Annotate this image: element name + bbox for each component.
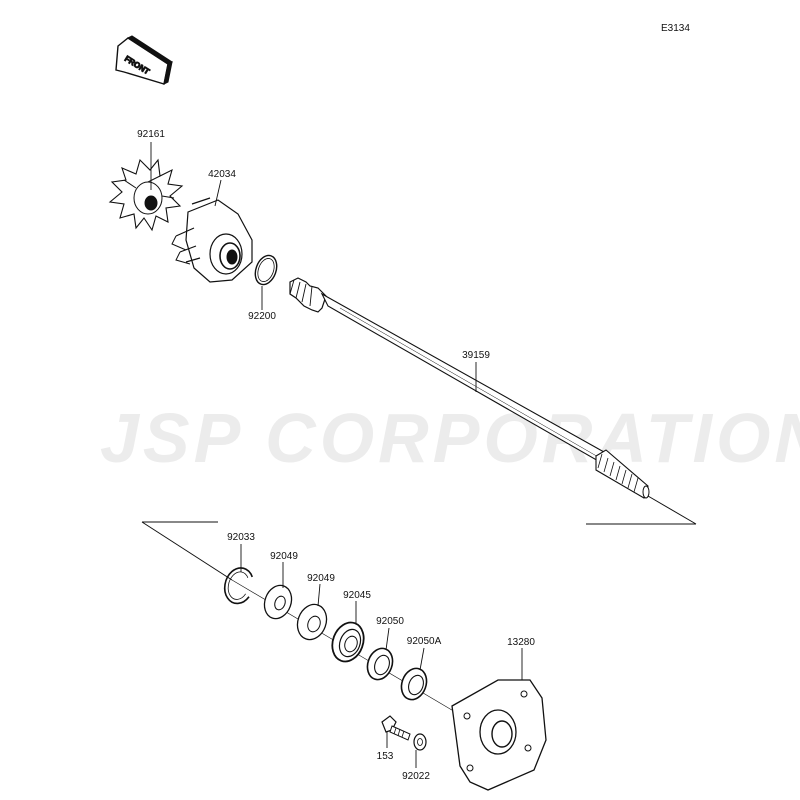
callout-42034: 42034 <box>208 169 236 180</box>
part-92161-impeller <box>108 158 184 232</box>
callout-39159: 39159 <box>462 350 490 361</box>
front-arrow-icon: FRONT <box>115 35 174 85</box>
part-92049-spacer-1 <box>263 584 293 620</box>
callout-92050: 92050 <box>376 616 404 627</box>
part-92022-washer <box>413 733 427 751</box>
diagram-ref-code: E3134 <box>661 23 690 34</box>
jsp-corporation-watermark: JSP CORPORATION <box>100 399 800 477</box>
part-153-bolt <box>381 715 411 741</box>
callout-92050a: 92050A <box>406 636 442 647</box>
callout-leader-lines <box>150 142 523 768</box>
part-92049-spacer-2 <box>296 603 328 641</box>
callout-153: 153 <box>376 751 394 762</box>
part-92050a-seal <box>400 667 428 701</box>
callout-92049-first: 92049 <box>270 551 298 562</box>
callout-92200: 92200 <box>248 311 276 322</box>
part-92200-ring <box>254 254 278 286</box>
part-39159-drive-shaft <box>289 277 650 499</box>
callout-13280: 13280 <box>507 637 535 648</box>
callout-92033: 92033 <box>227 532 255 543</box>
part-42034-housing <box>171 197 253 283</box>
callout-92049-second: 92049 <box>307 573 335 584</box>
callout-92045: 92045 <box>343 590 371 601</box>
part-92050-seal <box>366 647 394 681</box>
part-92033-circlip <box>223 567 254 605</box>
callout-92022: 92022 <box>402 771 430 782</box>
part-92045-bearing <box>331 621 365 663</box>
callout-92161: 92161 <box>137 129 165 140</box>
part-13280-cover <box>451 679 547 791</box>
